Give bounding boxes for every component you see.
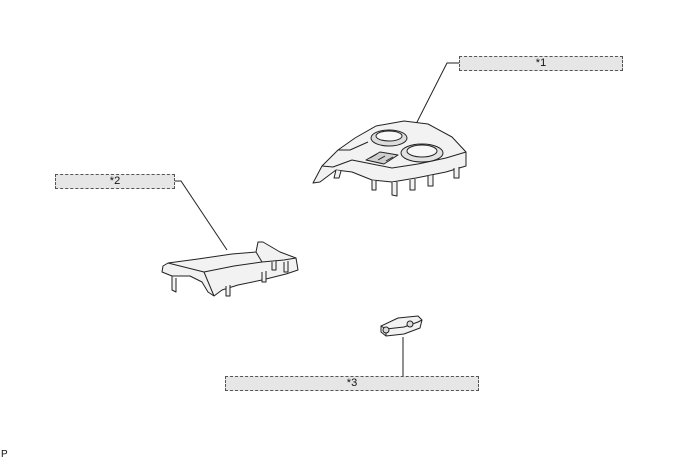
illustration-code: P — [1, 449, 8, 460]
part3-switch — [380, 315, 423, 337]
leader-lines — [175, 62, 459, 376]
part1-console-panel — [312, 120, 467, 197]
part2-console-bracket — [161, 241, 299, 297]
leader-line-part1 — [412, 62, 459, 131]
leader-line-part2 — [175, 180, 228, 251]
callout-part1: *1 — [459, 56, 623, 71]
callout-part3: *3 — [225, 376, 479, 391]
callout-part2: *2 — [55, 174, 175, 189]
